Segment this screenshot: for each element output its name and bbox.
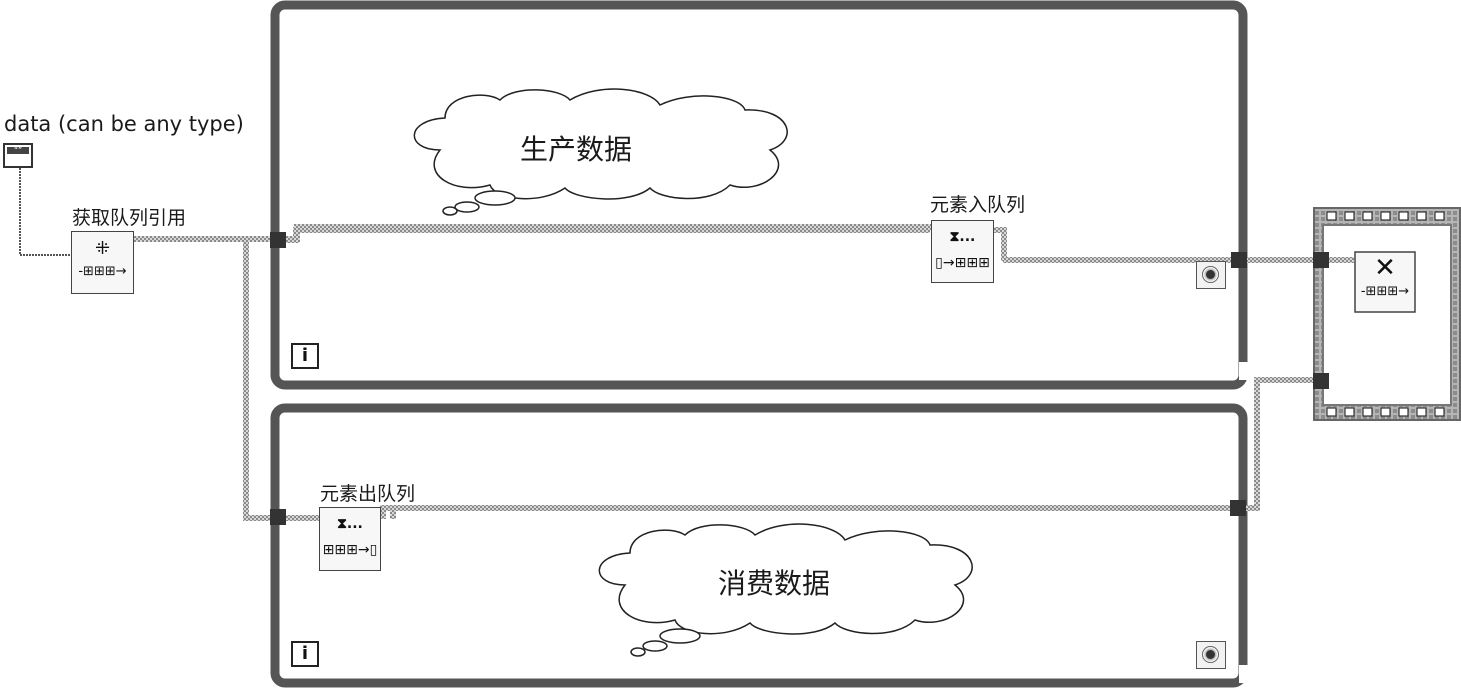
consumer-comment-text: 消费数据: [718, 567, 831, 600]
release-queue-icon: ✕: [1374, 253, 1396, 283]
film-strip-hole: [1362, 211, 1373, 221]
wire-to-release: [1246, 257, 1354, 263]
obtain-queue-icon: ⁜: [94, 238, 111, 259]
obtain-queue-label: 获取队列引用: [72, 207, 187, 229]
producer-while-loop[interactable]: [270, 0, 1248, 390]
film-strip-hole: [1416, 407, 1427, 417]
consumer-while-loop[interactable]: [270, 403, 1248, 688]
enqueue-node[interactable]: ⧗... ▯→⊞⊞⊞: [931, 220, 994, 283]
consumer-comment-cloud: [598, 523, 973, 657]
producer-stop-terminal[interactable]: [1196, 261, 1226, 289]
release-queue-node[interactable]: [1354, 251, 1416, 313]
queue-glyph: ▯→⊞⊞⊞: [935, 255, 990, 271]
wire-error-to-sequence: [1254, 377, 1320, 383]
film-strip-hole: [1434, 407, 1445, 417]
string-constant-glyph: “”: [7, 147, 29, 155]
film-strip-hole: [1362, 407, 1373, 417]
film-strip-hole: [1344, 211, 1355, 221]
film-strip-hole: [1398, 407, 1409, 417]
film-strip-hole: [1398, 211, 1409, 221]
film-strip-hole: [1380, 211, 1391, 221]
wire-enqueue-out: [1003, 257, 1237, 263]
queue-glyph: -⊞⊞⊞→: [1360, 284, 1410, 299]
sequence-input-tunnel-queue: [1313, 252, 1329, 268]
obtain-queue-node[interactable]: ⁜ -⊞⊞⊞→: [71, 231, 134, 294]
dequeue-element-icon: ⧗...: [337, 516, 363, 532]
wire-data-to-obtain: [19, 168, 72, 256]
data-control-label: data (can be any type): [4, 112, 244, 136]
wires: [19, 168, 1354, 521]
producer-comment-cloud: [413, 88, 788, 216]
producer-comment-text: 生产数据: [520, 133, 633, 166]
enqueue-label: 元素入队列: [930, 194, 1026, 216]
enqueue-element-icon: ⧗...: [949, 229, 976, 245]
wire-producer-main: [296, 224, 932, 230]
film-strip-hole: [1344, 407, 1355, 417]
dequeue-node[interactable]: ⧗... ⊞⊞⊞→▯: [319, 507, 381, 571]
wire-obtain-to-loops: [133, 236, 279, 242]
film-strip-hole: [1380, 407, 1391, 417]
producer-iteration-terminal: i: [291, 343, 319, 369]
string-constant-icon[interactable]: “”: [3, 143, 33, 168]
flat-sequence-structure[interactable]: [1313, 207, 1461, 421]
film-strip-hole: [1326, 211, 1337, 221]
sequence-input-tunnel-error: [1313, 373, 1329, 389]
queue-glyph: ⊞⊞⊞→▯: [322, 542, 378, 558]
film-strip-hole: [1326, 407, 1337, 417]
consumer-output-tunnel: [1230, 500, 1246, 516]
wire-consumer-main: [286, 515, 320, 521]
dequeue-label: 元素出队列: [320, 483, 416, 505]
queue-glyph: -⊞⊞⊞→: [78, 264, 127, 279]
consumer-iteration-terminal: i: [291, 641, 319, 667]
film-strip-hole: [1434, 211, 1445, 221]
producer-input-tunnel: [270, 232, 286, 248]
wire-branch-down: [243, 238, 249, 521]
film-strip-hole: [1416, 211, 1427, 221]
consumer-stop-terminal[interactable]: [1196, 641, 1226, 669]
producer-output-tunnel: [1231, 252, 1247, 268]
consumer-input-tunnel: [270, 509, 286, 525]
